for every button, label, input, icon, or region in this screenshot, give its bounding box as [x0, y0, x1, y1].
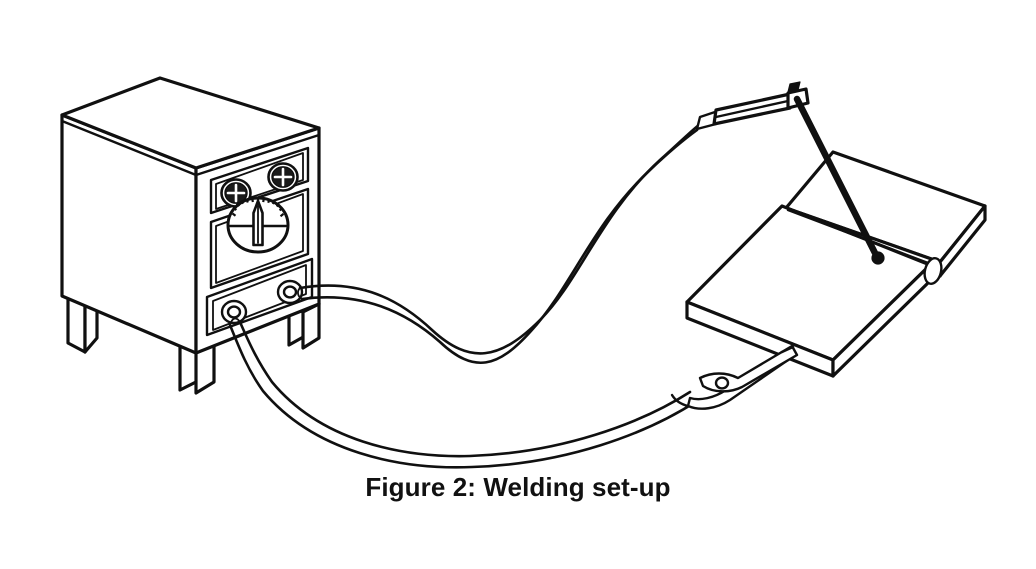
- weld-joint-seam: [786, 208, 938, 268]
- cabinet-top-lip-right: [194, 133, 321, 177]
- cable-socket-lower[interactable]: [220, 299, 248, 325]
- gauge-scale-ticks: [231, 198, 285, 218]
- electrode-holder-seam: [714, 99, 790, 119]
- cabinet-top-lip-left: [60, 119, 198, 177]
- cable-socket-upper[interactable]: [276, 279, 304, 305]
- control-panel-knobs: [209, 146, 310, 215]
- ground-cable-lower-edge: [228, 323, 699, 469]
- knob-panel-inner-edge: [215, 152, 304, 210]
- electrode-cable-upper-edge: [298, 122, 702, 355]
- socket-panel-inner-edge: [212, 264, 307, 331]
- socket-panel: [205, 257, 314, 337]
- figure-caption: Figure 2: Welding set-up: [365, 472, 671, 502]
- control-knob-right-slot: [273, 167, 293, 187]
- electrode-cable-socket-join: [297, 287, 303, 300]
- electrode-rod: [793, 95, 885, 265]
- arc-strike-point: [871, 251, 885, 265]
- electrode-holder-lever: [787, 81, 801, 93]
- ground-cable-upper-edge: [238, 320, 692, 458]
- ground-clamp-cable-tail: [670, 393, 690, 408]
- electrode-cable-lower-edge: [300, 128, 699, 365]
- electrode-holder[interactable]: [695, 81, 810, 131]
- control-knob-left-slot: [226, 183, 246, 203]
- gauge-panel: [209, 187, 310, 290]
- electrode-cable: [297, 122, 702, 365]
- workpieces: [685, 150, 987, 378]
- ground-clamp-jaw-tip: [780, 345, 795, 354]
- ground-cable-socket-join: [229, 317, 241, 326]
- weld-joint-bead: [923, 257, 943, 285]
- cable-socket-lower-bore: [226, 305, 242, 319]
- cabinet-top-face: [60, 76, 321, 170]
- electrode-rod-shaft: [793, 95, 879, 257]
- amperage-gauge[interactable]: [226, 196, 290, 254]
- cable-socket-upper-bore: [282, 285, 298, 299]
- welding-machine: [60, 76, 321, 395]
- ground-cable: [228, 317, 699, 469]
- ground-clamp[interactable]: [670, 344, 799, 410]
- ground-clamp-pivot: [714, 376, 730, 390]
- control-knob-right[interactable]: [267, 162, 299, 192]
